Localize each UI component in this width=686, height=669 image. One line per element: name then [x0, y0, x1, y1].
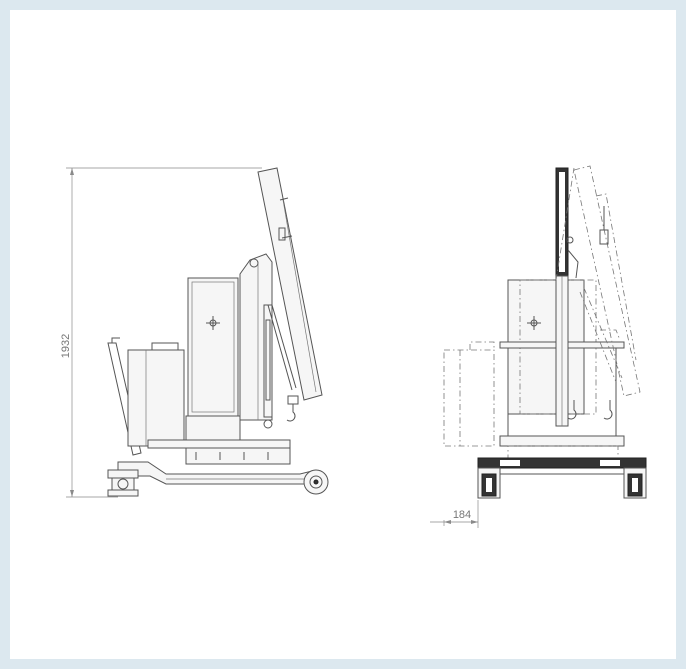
offset-dimension: 184 [430, 500, 479, 528]
offset-dimension-label: 184 [453, 509, 471, 521]
height-dimension-label: 1932 [60, 334, 72, 358]
crane-side-view: 1932 [60, 167, 329, 498]
height-dimension: 1932 [60, 167, 262, 498]
crane-front-view: 184 [430, 165, 647, 528]
